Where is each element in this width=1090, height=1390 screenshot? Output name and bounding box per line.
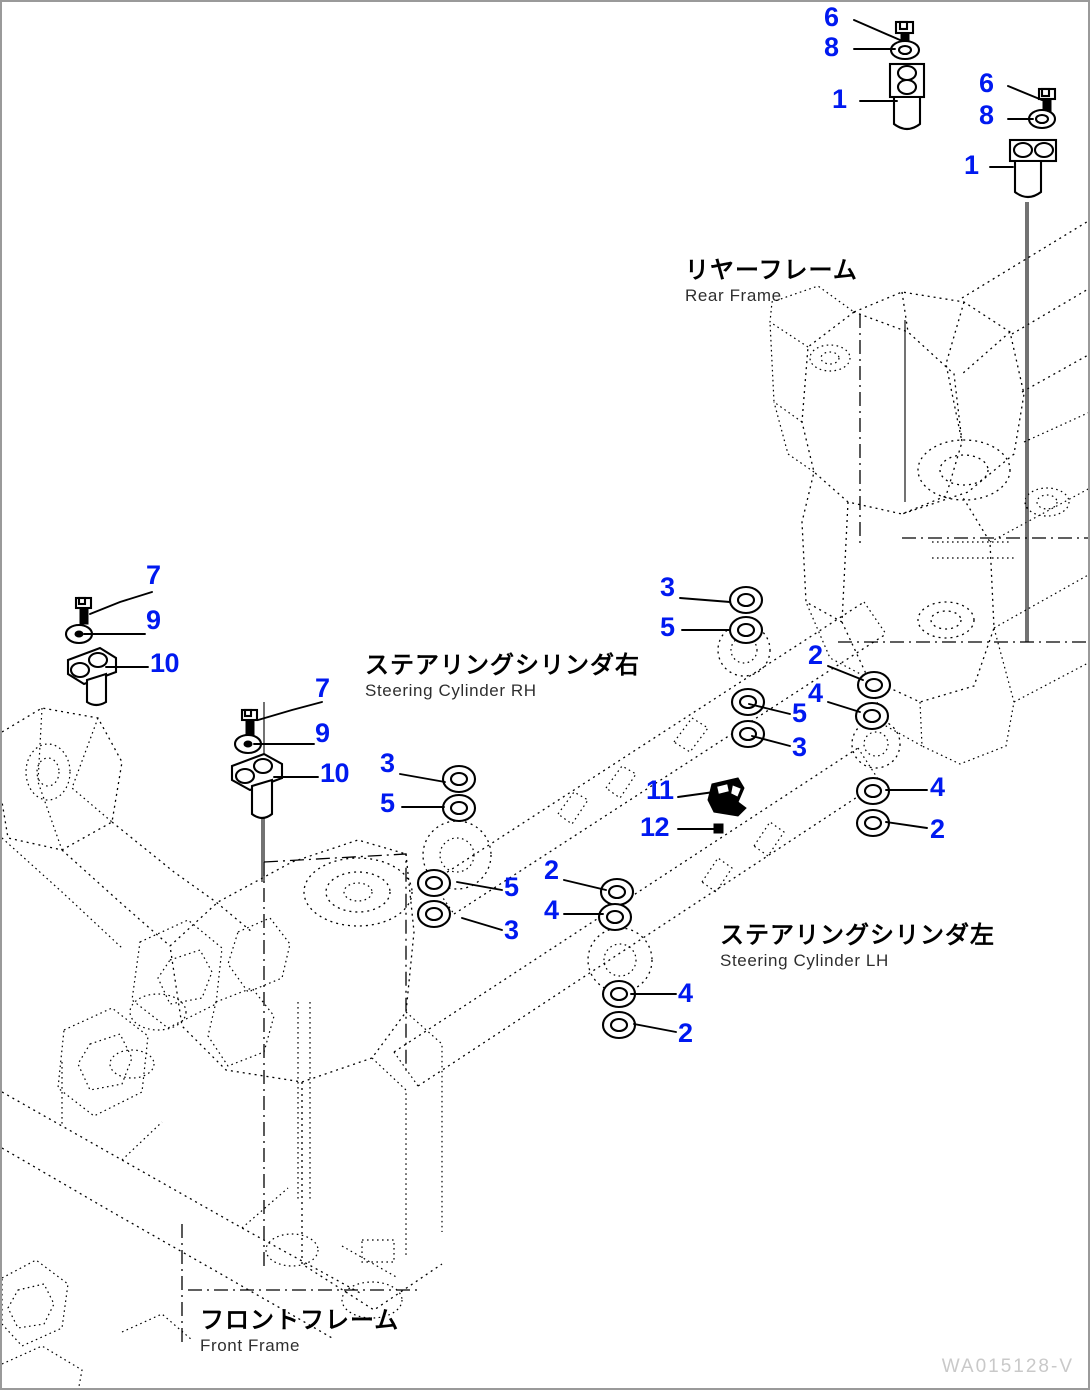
group-label-jp-steering-cylinder-rh: ステアリングシリンダ右 [365, 651, 640, 679]
callout-c1-top[interactable]: 1 [832, 84, 847, 114]
ring-3-rh-up-icon [441, 764, 477, 794]
part-assembly-a [64, 596, 118, 707]
ring-2-lh-dn-icon [601, 1010, 637, 1040]
leader-c11 [677, 791, 715, 798]
leader-c2-rr [827, 665, 864, 681]
ring-2-lh-up-icon [599, 877, 635, 907]
callout-c5-rh-dn[interactable]: 5 [504, 872, 519, 902]
bolt-7-a-icon [74, 596, 93, 625]
ring-5-rh-up-icon [441, 793, 477, 823]
callout-c3-rh-up[interactable]: 3 [380, 748, 395, 778]
drawing-number: WA015128-V [941, 1356, 1074, 1377]
callout-c3-rr-up[interactable]: 3 [660, 572, 675, 602]
leader-c4-rr [827, 701, 861, 713]
leader-c7-b [257, 701, 323, 721]
group-label-jp-steering-cylinder-lh: ステアリングシリンダ左 [720, 921, 995, 949]
group-label-jp-rear-frame: リヤーフレーム [685, 256, 858, 284]
callout-c4-lh-up[interactable]: 4 [544, 895, 559, 925]
callout-c5-rh-up[interactable]: 5 [380, 788, 395, 818]
front-frame-outline [2, 702, 443, 1388]
ring-5-rh-dn-icon [416, 868, 452, 898]
leader-c5-rr-dn [748, 703, 791, 715]
ring-icons [416, 585, 892, 1040]
callout-c3-rh-dn[interactable]: 3 [504, 915, 519, 945]
callout-c2-rr[interactable]: 2 [808, 640, 823, 670]
callout-c10-a[interactable]: 10 [150, 648, 180, 678]
part-assembly-b [230, 708, 284, 882]
group-label-jp-front-frame: フロントフレーム [200, 1306, 400, 1334]
washer-8-right-icon [1027, 108, 1057, 130]
leader-c3-rh-dn [461, 917, 503, 931]
callout-c9-a[interactable]: 9 [146, 605, 161, 635]
callout-c2-lh-up[interactable]: 2 [544, 855, 559, 885]
group-label-en-front-frame: Front Frame [200, 1335, 301, 1355]
pin-1-right-icon [1008, 138, 1058, 642]
callout-c8-top[interactable]: 8 [824, 32, 839, 62]
callout-c10-b[interactable]: 10 [320, 758, 350, 788]
leader-c6-top [853, 19, 901, 41]
callout-c9-b[interactable]: 9 [315, 718, 330, 748]
ring-2-rt-icon [855, 808, 891, 838]
callout-c11[interactable]: 11 [646, 775, 674, 805]
leader-c6-right [1007, 85, 1043, 101]
leader-c2-lh-up [563, 879, 607, 891]
callout-c5-rr-up[interactable]: 5 [660, 612, 675, 642]
ring-3-rr-up-icon [728, 585, 764, 615]
part-assembly-right [1008, 87, 1058, 642]
pin-plate-10-a-icon [66, 646, 118, 707]
grease-fitting-11-icon [707, 777, 747, 817]
callout-c5-rr-dn[interactable]: 5 [792, 698, 807, 728]
callout-c7-b[interactable]: 7 [315, 673, 330, 703]
group-label-en-rear-frame: Rear Frame [685, 285, 782, 305]
callout-c2-rt[interactable]: 2 [930, 814, 945, 844]
callout-c4-lh-dn[interactable]: 4 [678, 978, 693, 1008]
group-label-en-steering-cylinder-lh: Steering Cylinder LH [720, 950, 889, 970]
bolt-7-b-icon [240, 708, 259, 737]
ring-4-rt-icon [855, 776, 891, 806]
callout-c4-rr[interactable]: 4 [808, 678, 823, 708]
callout-c6-top[interactable]: 6 [824, 2, 839, 32]
callout-c3-rr-dn[interactable]: 3 [792, 732, 807, 762]
leader-c2-lh-dn [633, 1023, 677, 1033]
pin-1-top-icon [888, 62, 926, 131]
leader-c3-rr-dn [751, 735, 791, 747]
ring-4-lh-up-icon [597, 902, 633, 932]
callout-c8-right[interactable]: 8 [979, 100, 994, 130]
leader-c3-rh-up [399, 773, 446, 783]
leader-c2-rt [885, 821, 928, 829]
callout-c2-lh-dn[interactable]: 2 [678, 1018, 693, 1048]
part-assembly-top [888, 20, 926, 131]
callout-c4-rt[interactable]: 4 [930, 772, 945, 802]
ring-3-rr-dn-icon [730, 719, 766, 749]
rear-frame-outline [769, 202, 1088, 765]
ring-4-lh-dn-icon [601, 979, 637, 1009]
leader-c5-rh-dn [456, 881, 503, 891]
leader-c3-rr-up [679, 597, 731, 603]
ring-5-rr-dn-icon [730, 687, 766, 717]
leader-c7-a [89, 591, 153, 615]
callout-c1-right[interactable]: 1 [964, 150, 979, 180]
pin-plate-10-b-icon [230, 752, 284, 882]
washer-8-top-icon [889, 39, 921, 61]
ring-5-rr-up-icon [728, 615, 764, 645]
ring-3-rh-dn-icon [416, 899, 452, 929]
leader-lines [83, 19, 1043, 1033]
callout-c12[interactable]: 12 [640, 812, 670, 842]
ring-4-rr-icon [854, 701, 890, 731]
ring-2-rr-icon [856, 670, 892, 700]
group-label-en-steering-cylinder-rh: Steering Cylinder RH [365, 680, 537, 700]
callout-c6-right[interactable]: 6 [979, 68, 994, 98]
callout-c7-a[interactable]: 7 [146, 560, 161, 590]
